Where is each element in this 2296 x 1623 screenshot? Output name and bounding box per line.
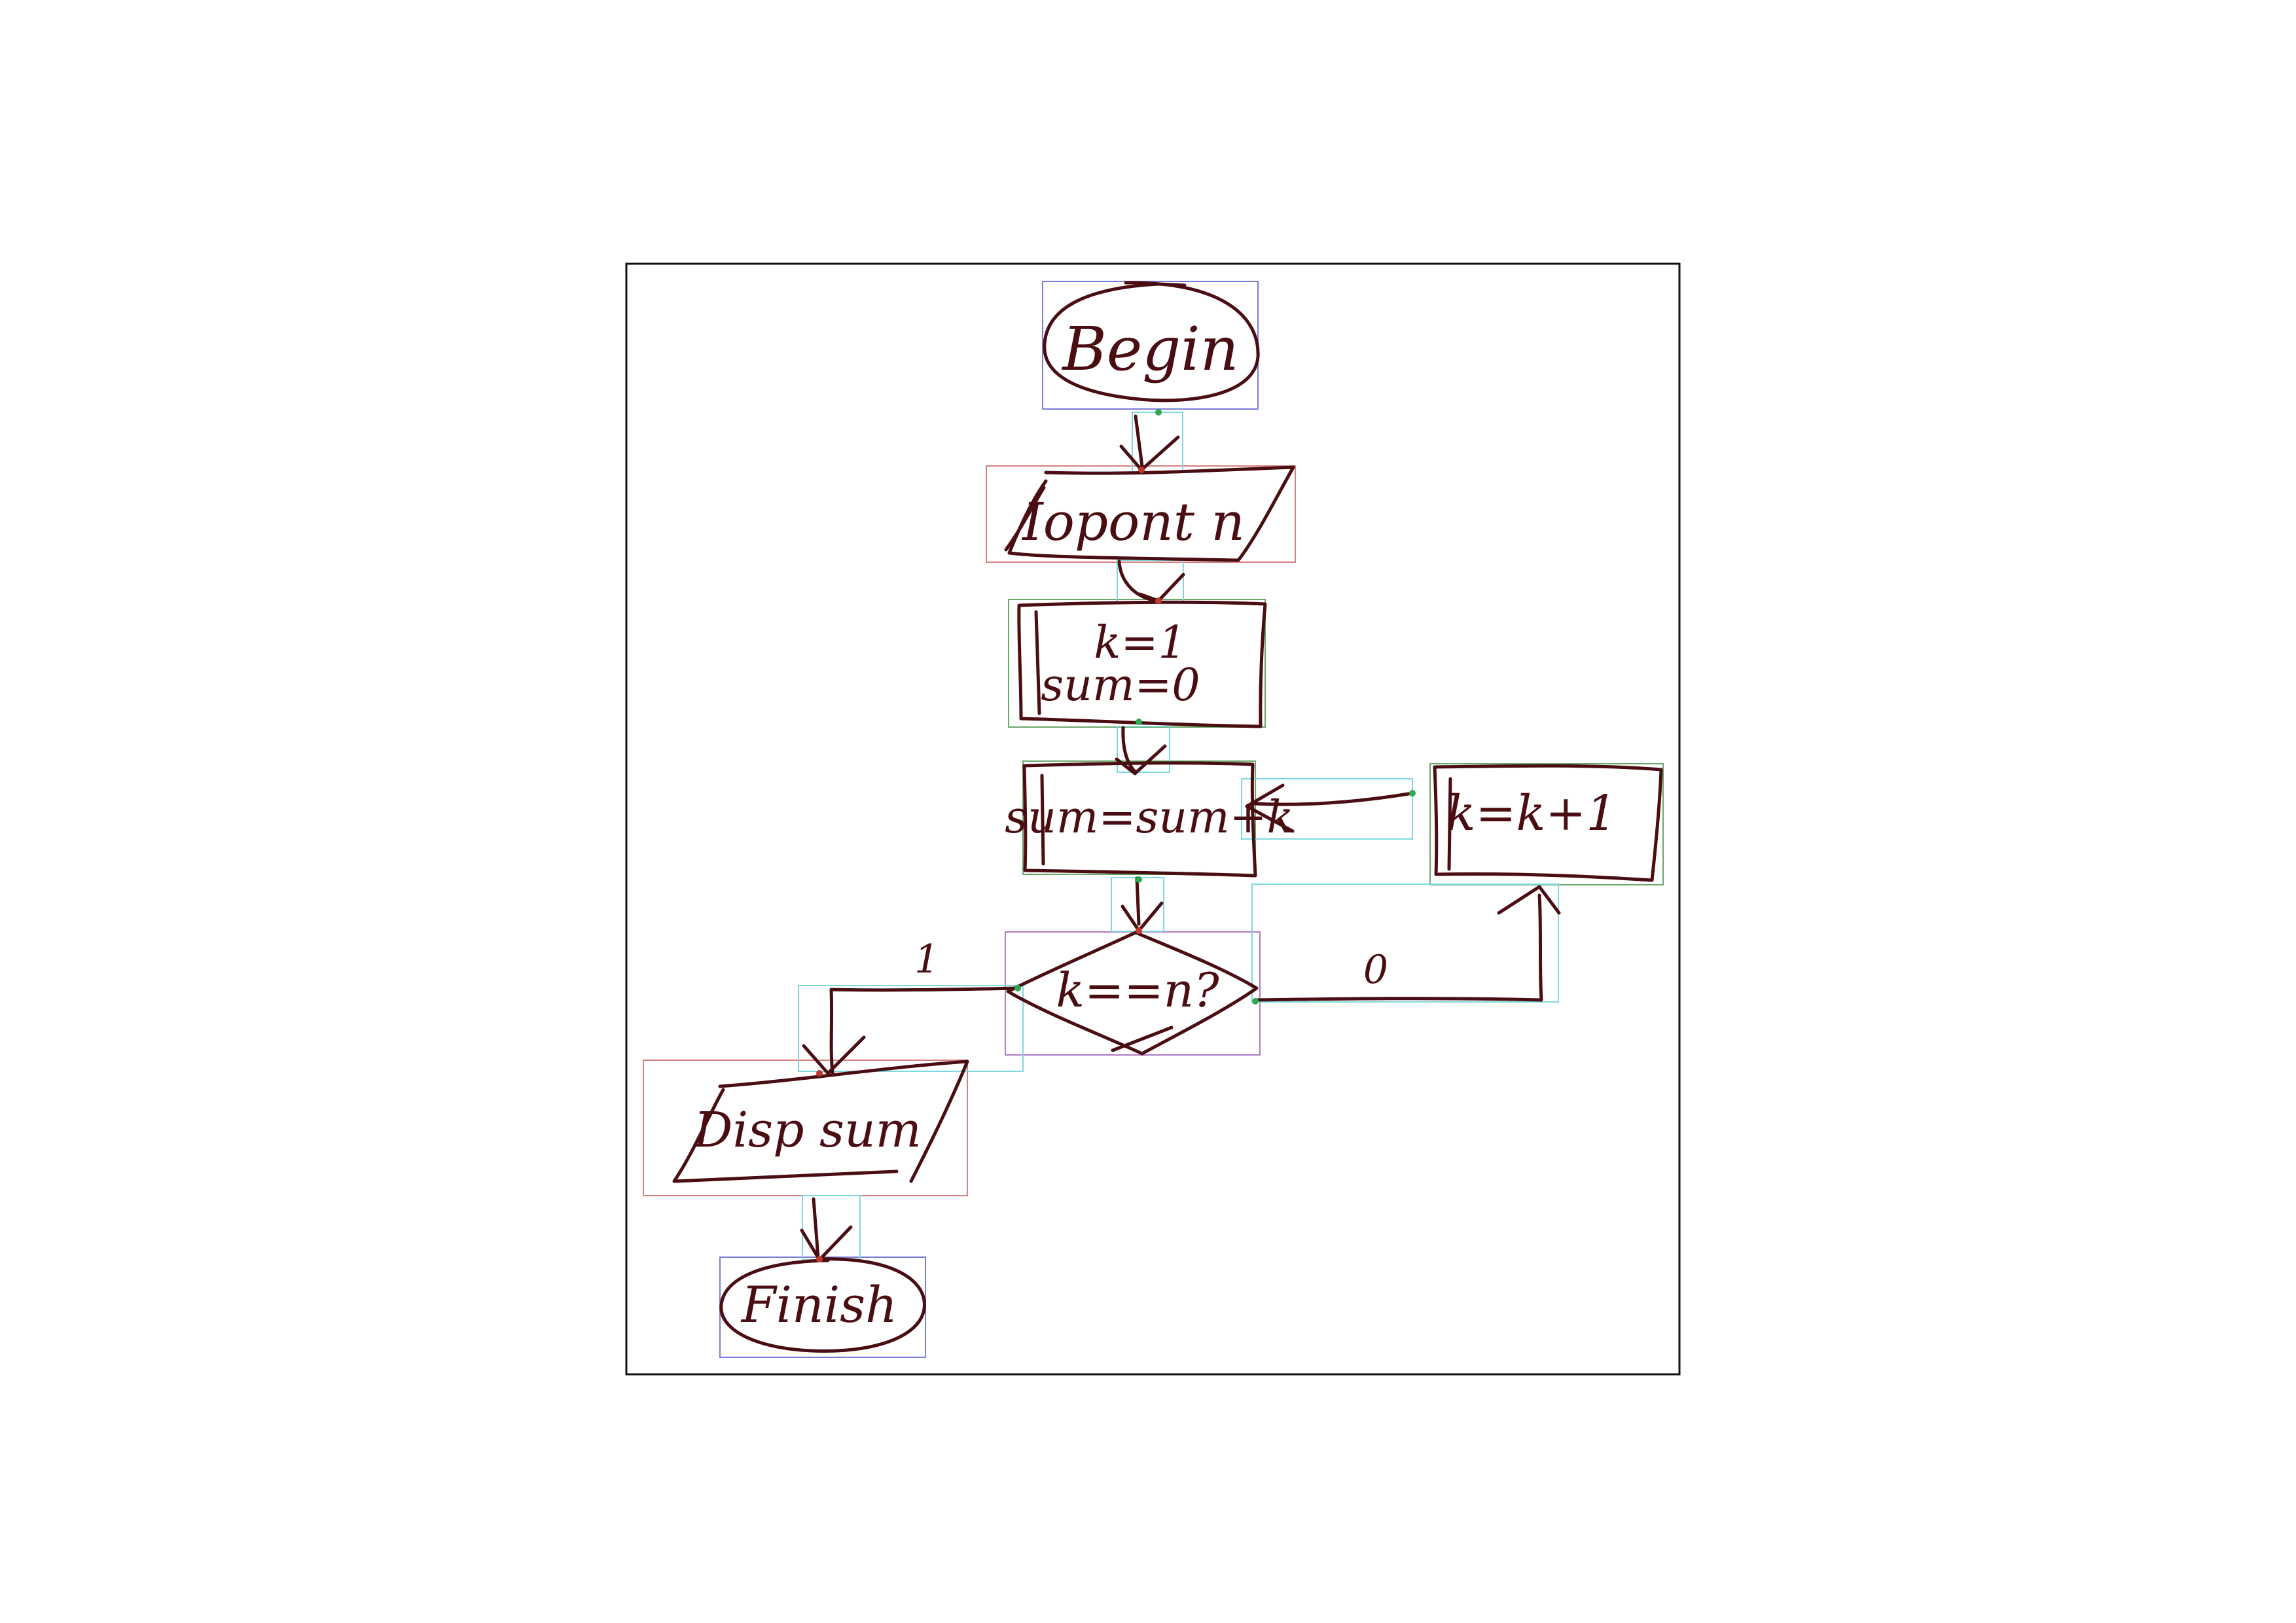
- arrow-bbox-3: [1117, 726, 1170, 773]
- connector-dot: [1138, 467, 1145, 473]
- connector-dot: [1136, 927, 1142, 934]
- arrow-decision-no-branch: 0: [1255, 885, 1561, 1002]
- connector-dot: [1136, 876, 1142, 883]
- arrow-init-to-accumulate: [1115, 726, 1167, 776]
- connector-dot: [1409, 790, 1416, 796]
- arrow-bbox-7: [798, 985, 1024, 1072]
- connector-markers: [816, 409, 1416, 1262]
- init-shape: [1017, 600, 1267, 728]
- increment-shape: [1433, 764, 1663, 882]
- input-label: Iopont n: [1021, 491, 1245, 552]
- arrow-decision-yes-branch: 1: [802, 936, 1020, 1075]
- yes-branch-label: 1: [914, 936, 939, 982]
- diagram-frame: [625, 262, 1681, 1376]
- connector-dot: [1136, 719, 1142, 725]
- no-branch-label: 0: [1363, 947, 1388, 993]
- connector-dot: [1155, 597, 1162, 604]
- arrow-display-to-finish: [800, 1197, 853, 1262]
- decision-node: k==n?: [1006, 931, 1259, 1056]
- increment-node: k=k+1: [1433, 764, 1663, 882]
- begin-terminal: Begin: [1043, 281, 1260, 402]
- finish-ellipse: [719, 1257, 926, 1353]
- increment-label: k=k+1: [1446, 785, 1617, 842]
- accumulate-bbox: [1022, 760, 1256, 875]
- accumulate-shape: [1022, 761, 1257, 878]
- arrow-increment-to-accumulate: [1245, 783, 1414, 833]
- arrow-input-to-init: [1117, 560, 1185, 603]
- connector-dot: [1252, 998, 1259, 1005]
- accumulate-node: sum=sum+k: [1005, 761, 1294, 878]
- accumulate-label: sum=sum+k: [1005, 792, 1294, 844]
- begin-label: Begin: [1061, 314, 1239, 384]
- arrow-begin-to-input: [1119, 414, 1180, 473]
- decision-shape: [1006, 931, 1259, 1056]
- arrow-bbox-6: [1251, 883, 1559, 1003]
- init-label-1: k=1: [1094, 617, 1186, 669]
- display-shape: [672, 1060, 969, 1183]
- connector-dot: [816, 1070, 823, 1077]
- begin-ellipse: [1043, 281, 1260, 402]
- input-node: Iopont n: [1004, 465, 1295, 562]
- init-label-2: sum=0: [1041, 660, 1200, 711]
- arrow-bbox-4: [1241, 778, 1413, 840]
- display-node: Disp sum: [672, 1060, 969, 1183]
- arrow-accumulate-to-decision: [1121, 876, 1164, 933]
- input-shape: [1007, 465, 1295, 562]
- finish-terminal: Finish: [719, 1257, 926, 1353]
- display-label: Disp sum: [692, 1102, 922, 1158]
- connector-dot: [1155, 409, 1162, 416]
- decision-label: k==n?: [1056, 963, 1219, 1018]
- connector-dot: [816, 1256, 823, 1262]
- finish-label: Finish: [740, 1275, 897, 1334]
- connector-dot: [1014, 985, 1021, 991]
- init-node: k=1 sum=0: [1017, 600, 1267, 728]
